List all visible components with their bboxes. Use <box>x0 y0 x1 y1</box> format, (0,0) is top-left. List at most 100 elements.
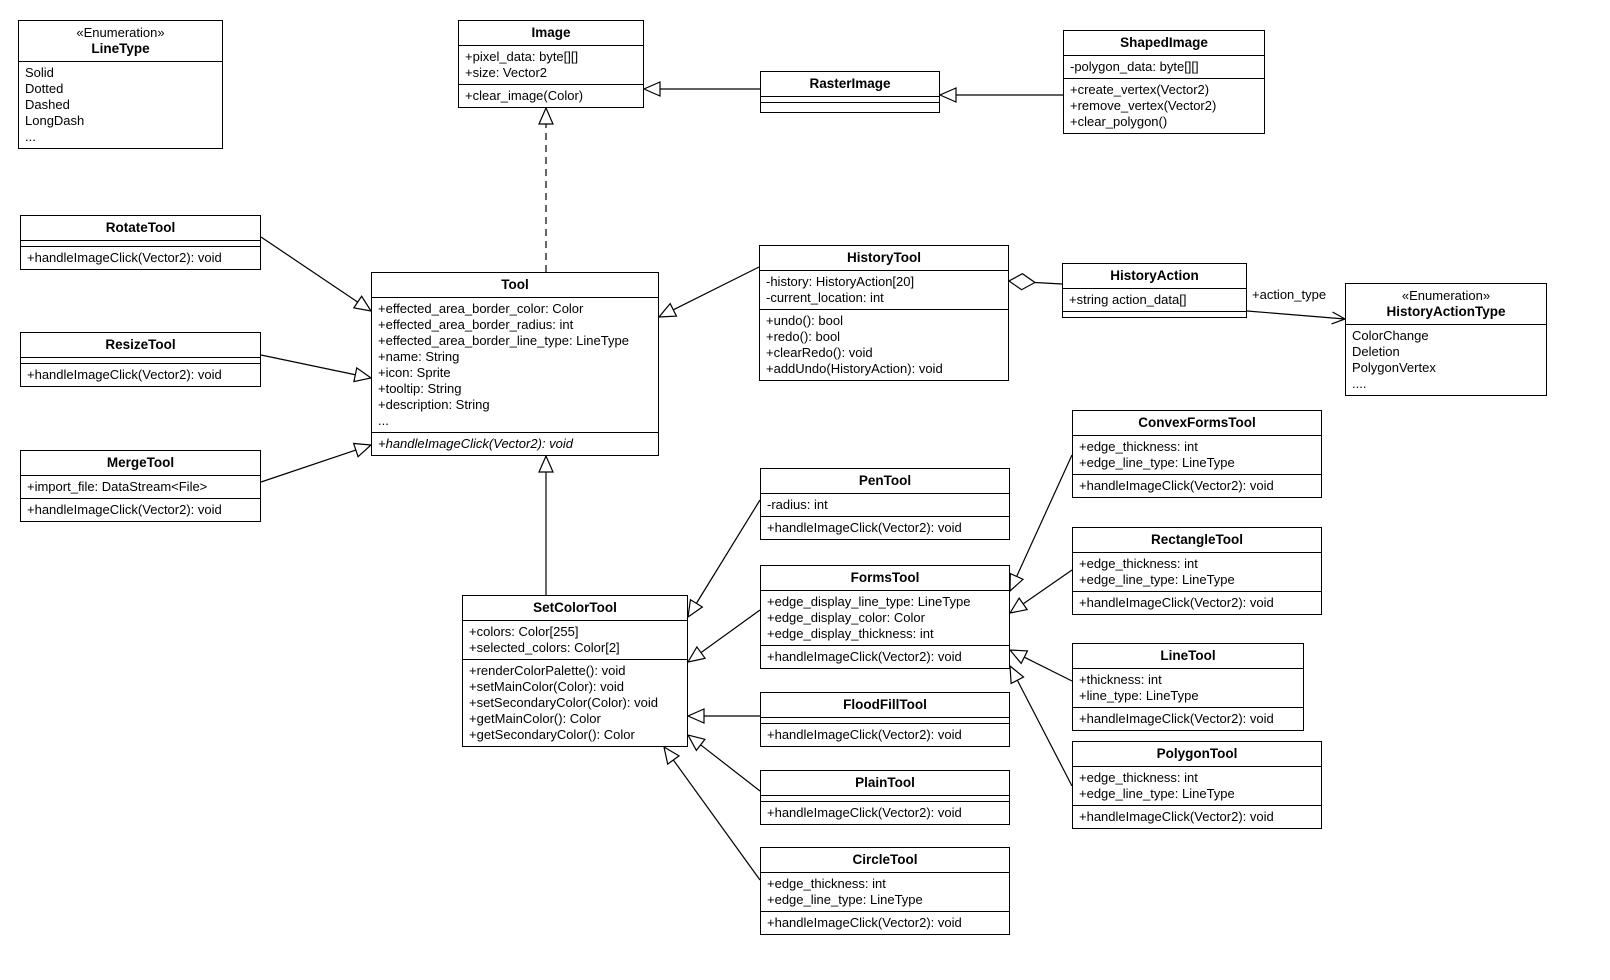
edge-label-action-type: +action_type <box>1252 287 1327 302</box>
class-rasterimage: RasterImage <box>760 71 940 113</box>
enum-historyactiontype-stereotype: «Enumeration» <box>1401 288 1491 303</box>
class-linetool-methods: +handleImageClick(Vector2): void <box>1079 711 1274 726</box>
class-circletool: CircleTool +edge_thickness: int +edge_li… <box>760 847 1010 935</box>
enum-historyactiontype: «Enumeration» HistoryActionType ColorCha… <box>1345 283 1547 396</box>
class-pentool-title: PenTool <box>761 469 1009 494</box>
class-formstool-title: FormsTool <box>761 566 1009 591</box>
class-historyaction-methods <box>1063 312 1246 317</box>
class-convexformstool-methods: +handleImageClick(Vector2): void <box>1079 478 1274 493</box>
enum-historyactiontype-header: «Enumeration» HistoryActionType <box>1346 284 1546 325</box>
enum-historyactiontype-title: HistoryActionType <box>1386 304 1506 319</box>
enum-linetype-stereotype: «Enumeration» <box>76 25 165 40</box>
class-plaintool-attributes <box>761 796 1009 802</box>
class-mergetool: MergeTool +import_file: DataStream<File>… <box>20 450 261 522</box>
class-circletool-title: CircleTool <box>761 848 1009 873</box>
class-floodfilltool-attributes <box>761 718 1009 724</box>
class-rasterimage-attributes <box>761 97 939 103</box>
class-plaintool-title: PlainTool <box>761 771 1009 796</box>
edge-pentool-to-setcolortool <box>687 499 761 619</box>
class-tool-title: Tool <box>372 273 658 298</box>
class-pentool: PenTool -radius: int +handleImageClick(V… <box>760 468 1010 540</box>
class-historytool-title: HistoryTool <box>760 246 1008 271</box>
class-historytool: HistoryTool -history: HistoryAction[20] … <box>759 245 1009 381</box>
class-tool-methods: +handleImageClick(Vector2): void <box>378 436 573 451</box>
class-shapedimage: ShapedImage -polygon_data: byte[][] +cre… <box>1063 30 1265 134</box>
class-historyaction-attributes: +string action_data[] <box>1063 289 1246 312</box>
class-floodfilltool: FloodFillTool +handleImageClick(Vector2)… <box>760 692 1010 747</box>
class-floodfilltool-methods: +handleImageClick(Vector2): void <box>767 727 962 742</box>
class-shapedimage-title: ShapedImage <box>1064 31 1264 56</box>
class-rectangletool-attributes: +edge_thickness: int +edge_line_type: Li… <box>1073 553 1321 592</box>
class-tool-attributes: +effected_area_border_color: Color +effe… <box>372 298 658 433</box>
edge-resizetool-to-tool <box>260 354 373 383</box>
edge-linetool-to-formstool <box>1008 649 1073 682</box>
edge-rotatetool-to-tool <box>260 236 373 312</box>
class-rotatetool-attributes <box>21 241 260 247</box>
class-rectangletool-title: RectangleTool <box>1073 528 1321 553</box>
edge-plaintool-to-setcolortool <box>686 734 761 792</box>
class-tool: Tool +effected_area_border_color: Color … <box>371 272 659 456</box>
class-circletool-methods: +handleImageClick(Vector2): void <box>767 915 962 930</box>
class-polygontool-title: PolygonTool <box>1073 742 1321 767</box>
class-polygontool-attributes: +edge_thickness: int +edge_line_type: Li… <box>1073 767 1321 806</box>
enum-linetype-title: LineType <box>91 41 150 56</box>
class-rasterimage-title: RasterImage <box>761 72 939 97</box>
class-convexformstool-title: ConvexFormsTool <box>1073 411 1321 436</box>
class-shapedimage-attributes: -polygon_data: byte[][] <box>1064 56 1264 79</box>
class-resizetool-attributes <box>21 358 260 364</box>
edge-historytool-to-tool <box>657 266 760 318</box>
edge-circletool-to-setcolortool <box>663 745 761 881</box>
class-image-title: Image <box>459 21 643 46</box>
class-mergetool-attributes: +import_file: DataStream<File> <box>21 476 260 499</box>
class-linetool-title: LineTool <box>1073 644 1303 669</box>
class-linetool-attributes: +thickness: int +line_type: LineType <box>1073 669 1303 708</box>
enum-linetype-values: Solid Dotted Dashed LongDash ... <box>25 65 85 144</box>
class-floodfilltool-title: FloodFillTool <box>761 693 1009 718</box>
class-rotatetool-title: RotateTool <box>21 216 260 241</box>
class-image: Image +pixel_data: byte[][] +size: Vecto… <box>458 20 644 108</box>
class-linetool: LineTool +thickness: int +line_type: Lin… <box>1072 643 1304 731</box>
class-pentool-methods: +handleImageClick(Vector2): void <box>767 520 962 535</box>
class-resizetool: ResizeTool +handleImageClick(Vector2): v… <box>20 332 261 387</box>
edge-historytool-aggregates-historyaction <box>1007 273 1063 291</box>
class-image-attributes: +pixel_data: byte[][] +size: Vector2 <box>459 46 643 85</box>
class-setcolortool: SetColorTool +colors: Color[255] +select… <box>462 595 688 747</box>
class-mergetool-title: MergeTool <box>21 451 260 476</box>
class-resizetool-title: ResizeTool <box>21 333 260 358</box>
edge-formstool-to-setcolortool <box>686 609 761 663</box>
class-historytool-attributes: -history: HistoryAction[20] -current_loc… <box>760 271 1008 310</box>
edge-setcolortool-to-tool <box>538 454 554 595</box>
class-setcolortool-methods: +renderColorPalette(): void +setMainColo… <box>469 663 658 742</box>
enum-linetype: «Enumeration» LineType Solid Dotted Dash… <box>18 20 223 149</box>
edge-tool-to-image-realization <box>538 106 554 272</box>
edge-rectangletool-to-formstool <box>1008 569 1073 614</box>
class-setcolortool-title: SetColorTool <box>463 596 687 621</box>
class-shapedimage-methods: +create_vertex(Vector2) +remove_vertex(V… <box>1070 82 1217 129</box>
class-historytool-methods: +undo(): bool +redo(): bool +clearRedo()… <box>766 313 943 376</box>
class-historyaction-title: HistoryAction <box>1063 264 1246 289</box>
class-formstool-attributes: +edge_display_line_type: LineType +edge_… <box>761 591 1009 646</box>
edge-polygontool-to-formstool <box>1009 664 1073 787</box>
class-polygontool-methods: +handleImageClick(Vector2): void <box>1079 809 1274 824</box>
class-image-methods: +clear_image(Color) <box>465 88 584 103</box>
edge-mergetool-to-tool <box>260 442 373 483</box>
enum-historyactiontype-values: ColorChange Deletion PolygonVertex .... <box>1352 328 1436 391</box>
class-plaintool: PlainTool +handleImageClick(Vector2): vo… <box>760 770 1010 825</box>
class-rasterimage-methods <box>761 103 939 112</box>
class-rotatetool: RotateTool +handleImageClick(Vector2): v… <box>20 215 261 270</box>
class-rectangletool: RectangleTool +edge_thickness: int +edge… <box>1072 527 1322 615</box>
edge-historyaction-to-historyactiontype <box>1246 310 1347 325</box>
class-mergetool-methods: +handleImageClick(Vector2): void <box>27 502 222 517</box>
class-convexformstool: ConvexFormsTool +edge_thickness: int +ed… <box>1072 410 1322 498</box>
class-plaintool-methods: +handleImageClick(Vector2): void <box>767 805 962 820</box>
class-setcolortool-attributes: +colors: Color[255] +selected_colors: Co… <box>463 621 687 660</box>
class-polygontool: PolygonTool +edge_thickness: int +edge_l… <box>1072 741 1322 829</box>
class-convexformstool-attributes: +edge_thickness: int +edge_line_type: Li… <box>1073 436 1321 475</box>
class-rectangletool-methods: +handleImageClick(Vector2): void <box>1079 595 1274 610</box>
class-pentool-attributes: -radius: int <box>761 494 1009 517</box>
edge-convexformstool-to-formstool <box>1009 454 1073 593</box>
edge-rasterimage-to-image <box>642 81 760 97</box>
class-resizetool-methods: +handleImageClick(Vector2): void <box>27 367 222 382</box>
